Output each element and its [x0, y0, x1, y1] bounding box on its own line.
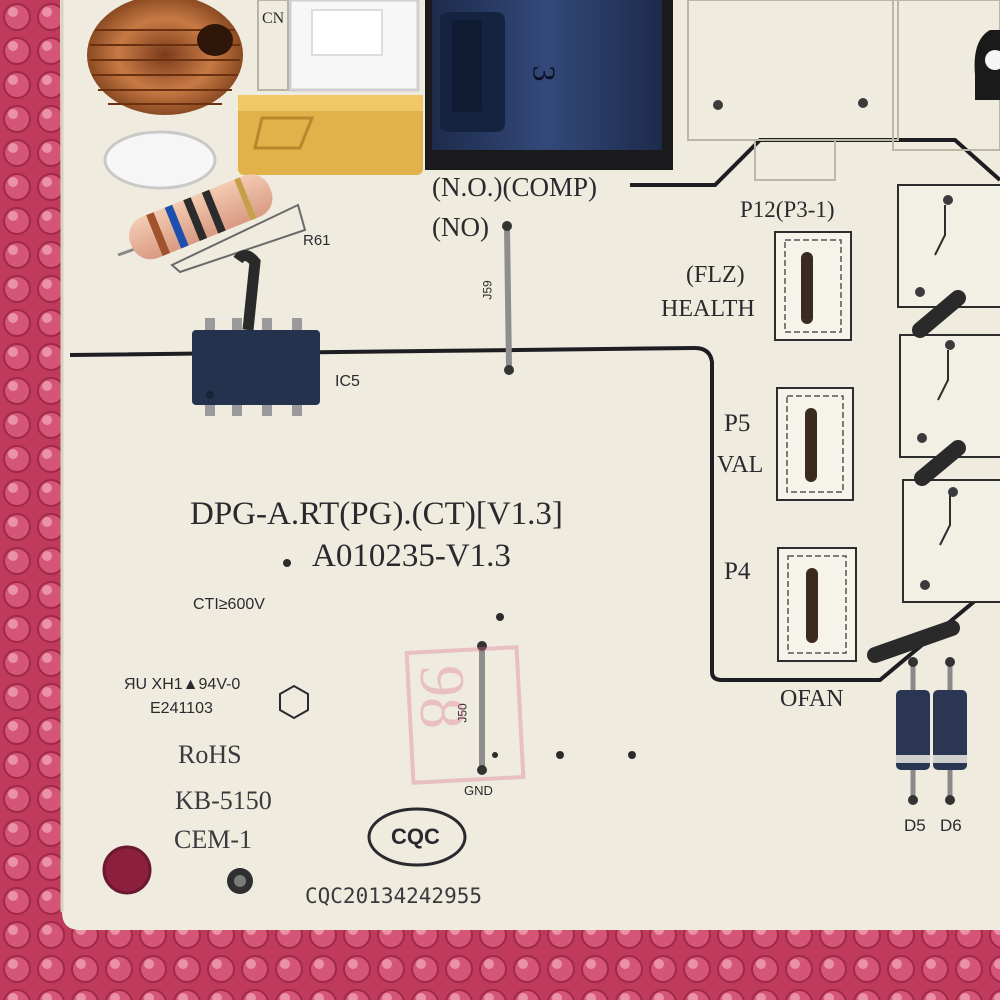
diode-d6: [933, 657, 967, 805]
label-d5: D5: [904, 816, 926, 835]
board-ul-mark: ЯU XH1▲94V-0: [124, 676, 241, 693]
label-no: (NO): [432, 212, 489, 242]
label-d6: D6: [940, 816, 962, 835]
label-flz: (FLZ): [686, 262, 745, 288]
board-rohs: RoHS: [178, 740, 242, 769]
ink-stamp: [404, 645, 526, 785]
connector-p12: [774, 231, 852, 341]
label-ic5: IC5: [335, 373, 360, 390]
label-p4: P4: [724, 558, 751, 585]
ul-certification-icon: [279, 684, 309, 720]
connector-p5: [776, 387, 854, 501]
label-p12: P12(P3-1): [740, 197, 835, 222]
x2-capacitor: [238, 95, 423, 175]
label-j59: J59: [480, 280, 495, 300]
white-post: [103, 130, 217, 190]
cqc-logo-icon: [367, 807, 467, 867]
label-r61: R61: [303, 232, 331, 249]
board-cti: CTI≥600V: [193, 596, 265, 613]
jumper-wire-j59: [502, 221, 514, 375]
relay-footprints: [897, 184, 1000, 603]
board-cqc-number: CQC20134242955: [305, 884, 483, 908]
board-model-line: DPG-A.RT(PG).(CT)[V1.3]: [190, 496, 563, 532]
mounting-hole: [102, 845, 152, 895]
cqc-logo-text: CQC: [391, 824, 440, 849]
board-part-number: A010235-V1.3: [312, 538, 511, 574]
connector-p4: [777, 547, 857, 662]
label-health: HEALTH: [661, 296, 755, 322]
label-cn: CN: [262, 10, 285, 27]
relay-marking: 3: [526, 65, 563, 82]
label-gnd: GND: [464, 783, 493, 798]
toroid-inductor: [87, 0, 243, 115]
power-relay: [425, 0, 673, 170]
board-ul-file: E241103: [150, 700, 213, 717]
resistor-r61: [117, 174, 307, 274]
label-no-comp: (N.O.)(COMP): [432, 172, 597, 202]
label-ofan: OFAN: [780, 686, 844, 712]
jumper-wire-j50: [477, 641, 487, 775]
label-val: VAL: [717, 452, 764, 478]
board-kb: KB-5150: [175, 786, 272, 815]
board-cem: CEM-1: [174, 825, 252, 854]
label-p5: P5: [724, 410, 751, 437]
diode-d5: [896, 657, 930, 805]
ic5-chip: [192, 250, 320, 416]
ink-stamp-text: 98: [407, 665, 478, 729]
